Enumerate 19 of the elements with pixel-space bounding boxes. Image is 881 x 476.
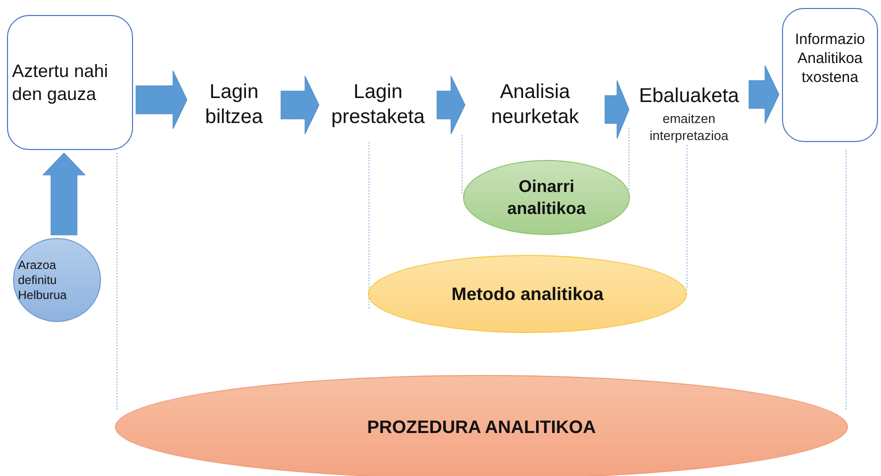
node-text: Oinarri analitikoa: [506, 176, 587, 219]
node-subtext: emaitzen interpretazioa: [648, 110, 730, 144]
block-arrow: [436, 76, 466, 134]
block-arrow: [748, 65, 780, 124]
node-text: Analisia neurketak: [490, 80, 580, 130]
node-text: Lagin prestaketa: [330, 80, 426, 130]
node-text: PROZEDURA ANALITIKOA: [367, 416, 596, 438]
block-arrow: [280, 76, 320, 134]
node-text: Informazio Analitikoa txostena: [794, 31, 866, 88]
node-text: Lagin biltzea: [204, 80, 264, 130]
block-arrow: [42, 152, 86, 236]
node-text: Arazoa definitu Helburua: [18, 258, 68, 302]
node-text: Aztertu nahi den gauza: [12, 60, 110, 105]
rounded-box: [782, 8, 878, 142]
block-arrow: [136, 70, 188, 130]
rounded-box: [7, 15, 133, 150]
block-arrow: [604, 80, 630, 139]
node-text: Metodo analitikoa: [451, 282, 604, 306]
node-text: Ebaluaketa: [638, 84, 740, 109]
